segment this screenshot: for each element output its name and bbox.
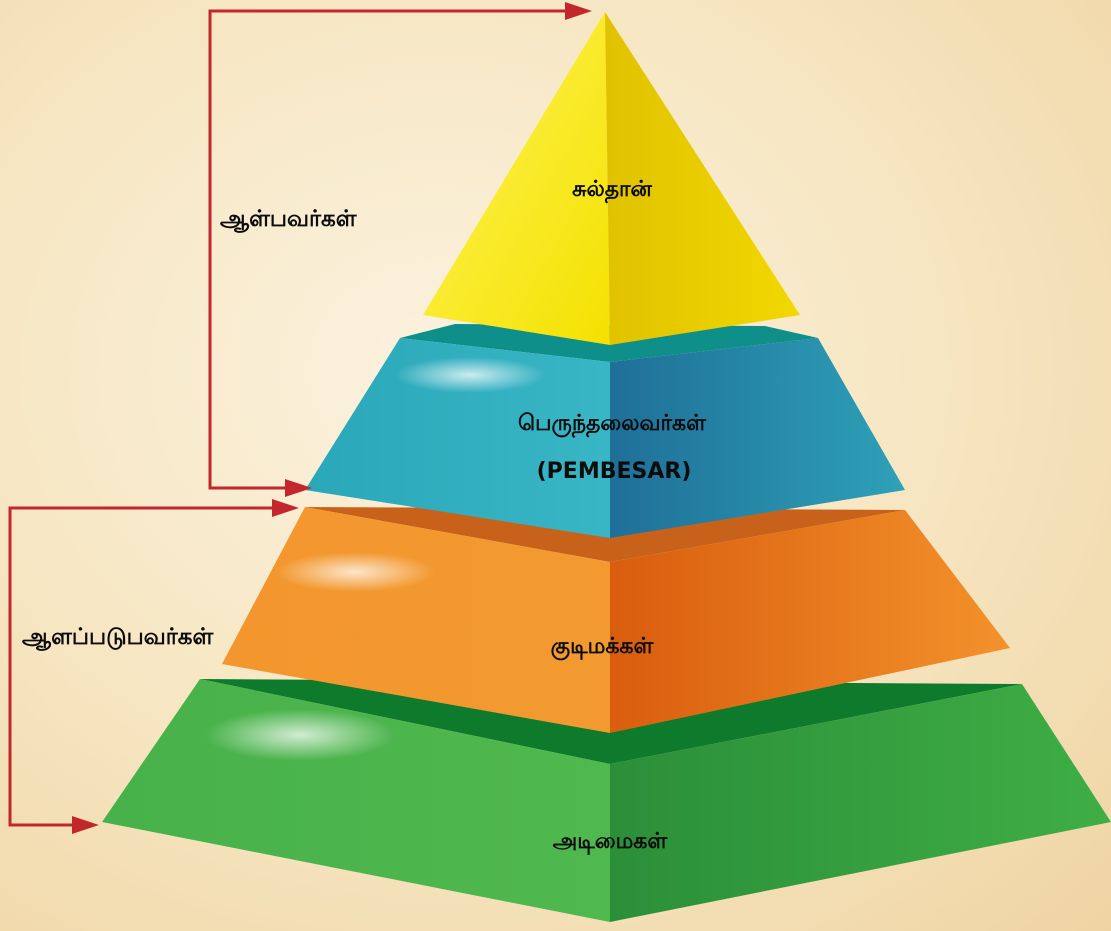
tier-pembesar-shine — [395, 357, 545, 393]
tier-slaves-right-face — [610, 684, 1111, 922]
rulers-label: ஆள்பவர்கள் — [220, 206, 357, 232]
ruled-label: ஆளப்படுபவர்கள் — [22, 624, 214, 650]
slaves-label: அடிமைகள் — [552, 829, 668, 854]
tier-sultan — [423, 12, 800, 345]
ruled-arrowhead-top — [272, 499, 299, 517]
pembesar-malay-label: (PEMBESAR) — [536, 459, 692, 484]
ruled-bracket-line — [8, 506, 272, 827]
tier-slaves-shine — [205, 709, 395, 761]
rulers-arrowhead-top — [565, 2, 592, 20]
tier-pembesar-left-face — [305, 338, 610, 538]
sultan-label: சுல்தான் — [572, 177, 652, 202]
tier-slaves — [102, 679, 1111, 922]
pembesar-label: பெருந்தலைவர்கள் — [518, 411, 706, 436]
tier-citizens-shine — [275, 552, 435, 592]
ruled-arrowhead-bottom — [72, 816, 99, 834]
rulers-arrowhead-bottom — [285, 479, 312, 497]
tier-pembesar-right-face — [610, 338, 905, 538]
ruled-bracket-arrow — [8, 499, 299, 834]
tier-sultan-left-face — [423, 12, 610, 345]
citizens-label: குடிமக்கள் — [550, 634, 654, 659]
tier-citizens-right-face — [610, 510, 1010, 733]
rulers-bracket-arrow — [208, 2, 592, 497]
tier-sultan-right-face — [605, 12, 800, 345]
rulers-bracket-line — [208, 9, 565, 490]
